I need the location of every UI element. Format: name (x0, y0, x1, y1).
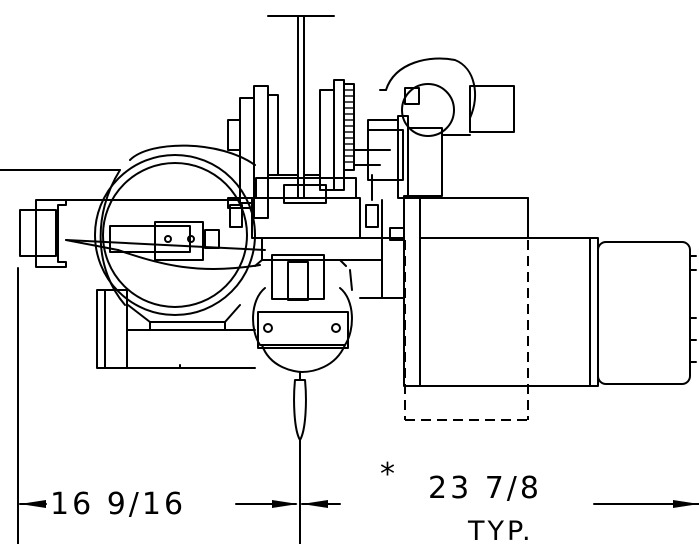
left-arm-bracket (0, 169, 266, 270)
dimension-right-note: TYP. (467, 516, 534, 544)
gear-teeth (344, 89, 354, 163)
dimension-right-label: 23 7/8 (428, 471, 542, 506)
main-drum-motor (359, 195, 697, 421)
upper-motor (367, 57, 515, 199)
top-beam-rail (267, 15, 335, 199)
hook-block (252, 254, 353, 501)
extension-lines (17, 267, 301, 544)
dimension-left-label: 16 9/16 (50, 487, 186, 522)
dimension-right (301, 500, 699, 508)
dimension-left (19, 500, 298, 508)
dimension-right-asterisk: * (380, 457, 398, 492)
gear-housing (94, 144, 256, 369)
